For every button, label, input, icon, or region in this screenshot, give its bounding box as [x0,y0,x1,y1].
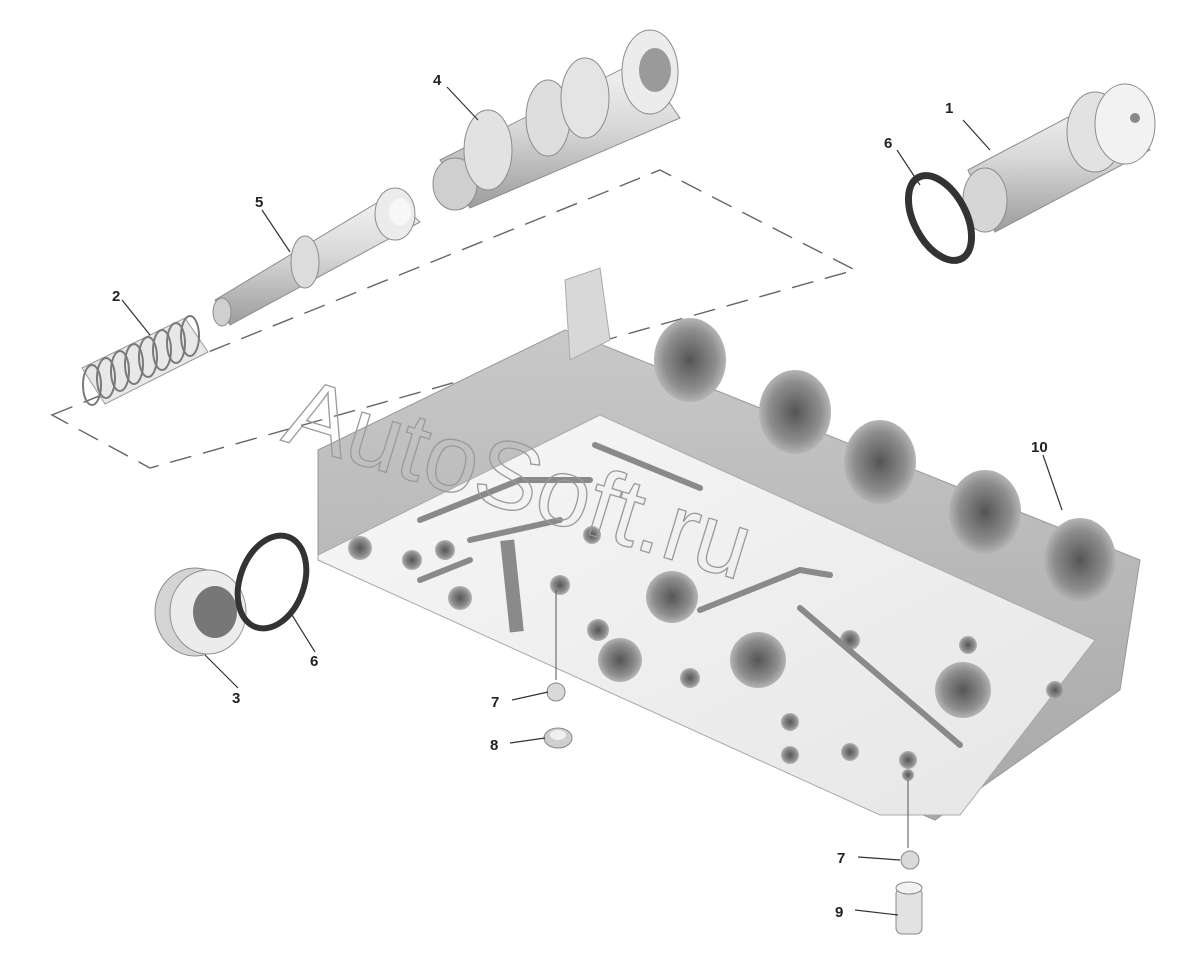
cap-part-8 [543,727,573,749]
callout-1: 1 [945,100,953,117]
spool-part-4 [432,29,681,211]
plug-part-9 [895,881,923,935]
o-ring-part-6-lower [234,532,310,632]
plug-part-1 [962,83,1156,233]
valve-body-part-10 [317,267,1141,821]
callout-6-upper: 6 [884,135,892,152]
callout-8: 8 [490,737,498,754]
callout-7-upper: 7 [491,694,499,711]
callout-6-lower: 6 [310,653,318,670]
spring-part-2 [81,315,209,406]
fitting-part-3 [154,567,247,657]
ball-part-7-upper [546,682,566,702]
callout-9: 9 [835,904,843,921]
callout-3: 3 [232,690,240,707]
callout-2: 2 [112,288,120,305]
callout-10: 10 [1031,439,1048,456]
o-ring-part-6-upper [904,172,976,264]
callout-7-lower: 7 [837,850,845,867]
callout-5: 5 [255,194,263,211]
callout-4: 4 [433,72,442,89]
spool-part-5 [212,187,421,327]
assembly-dashed-frame [50,169,857,469]
ball-part-7-lower [900,850,920,870]
